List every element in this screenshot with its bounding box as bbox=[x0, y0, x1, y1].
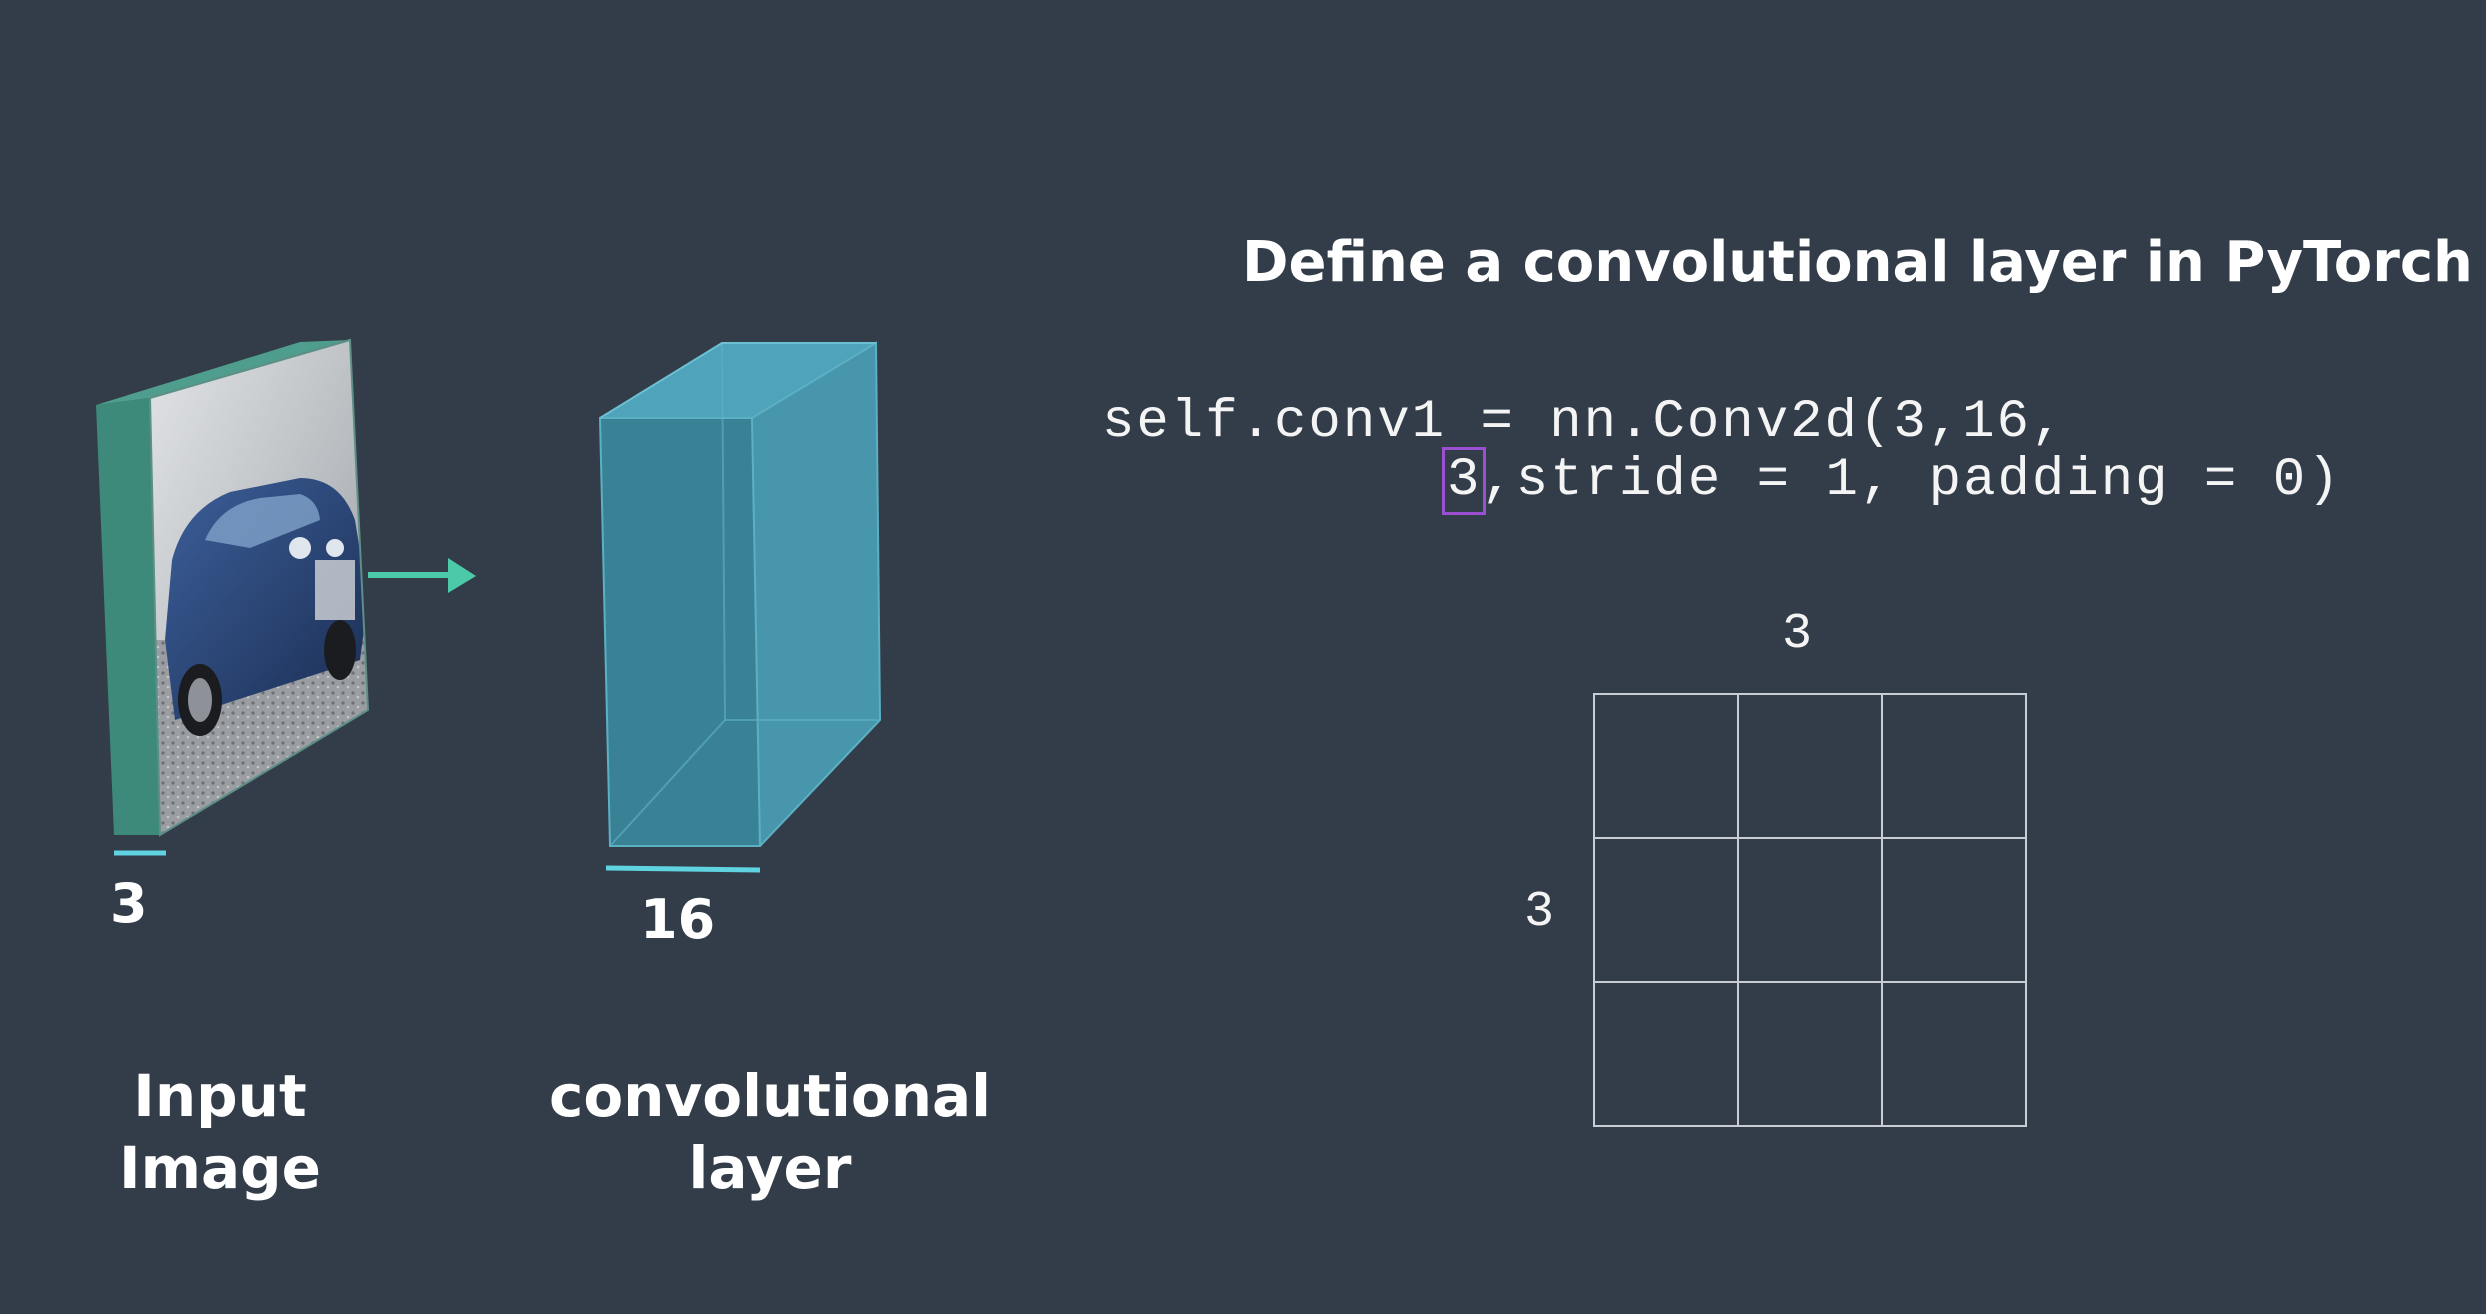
slide-title: Define a convolutional layer in PyTorch bbox=[1242, 230, 2473, 295]
arrow-icon bbox=[368, 558, 476, 593]
input-image-caption: Input Image bbox=[118, 1062, 321, 1202]
conv-depth-underline bbox=[605, 865, 761, 873]
code-line-2: 3,stride = 1, padding = 0) bbox=[1441, 447, 2342, 515]
kernel-height-label: 3 bbox=[1524, 884, 1555, 941]
conv-layer-box bbox=[598, 341, 882, 847]
kernel-size-highlight: 3 bbox=[1441, 447, 1487, 515]
conv-caption-line1: convolutional bbox=[548, 1062, 992, 1130]
conv-caption-line2: layer bbox=[688, 1134, 852, 1202]
code-line-2-rest: ,stride = 1, padding = 0) bbox=[1481, 450, 2342, 511]
conv-depth-label: 16 bbox=[640, 888, 716, 951]
kernel-width-label: 3 bbox=[1782, 606, 1813, 663]
car-photo bbox=[150, 340, 368, 835]
conv-layer-caption: convolutional layer bbox=[540, 1060, 1000, 1204]
code-line-1: self.conv1 = nn.Conv2d(3,16, bbox=[1102, 392, 2066, 453]
input-image-slab bbox=[96, 338, 370, 837]
kernel-grid bbox=[1593, 693, 2027, 1127]
input-depth-label: 3 bbox=[110, 872, 148, 935]
